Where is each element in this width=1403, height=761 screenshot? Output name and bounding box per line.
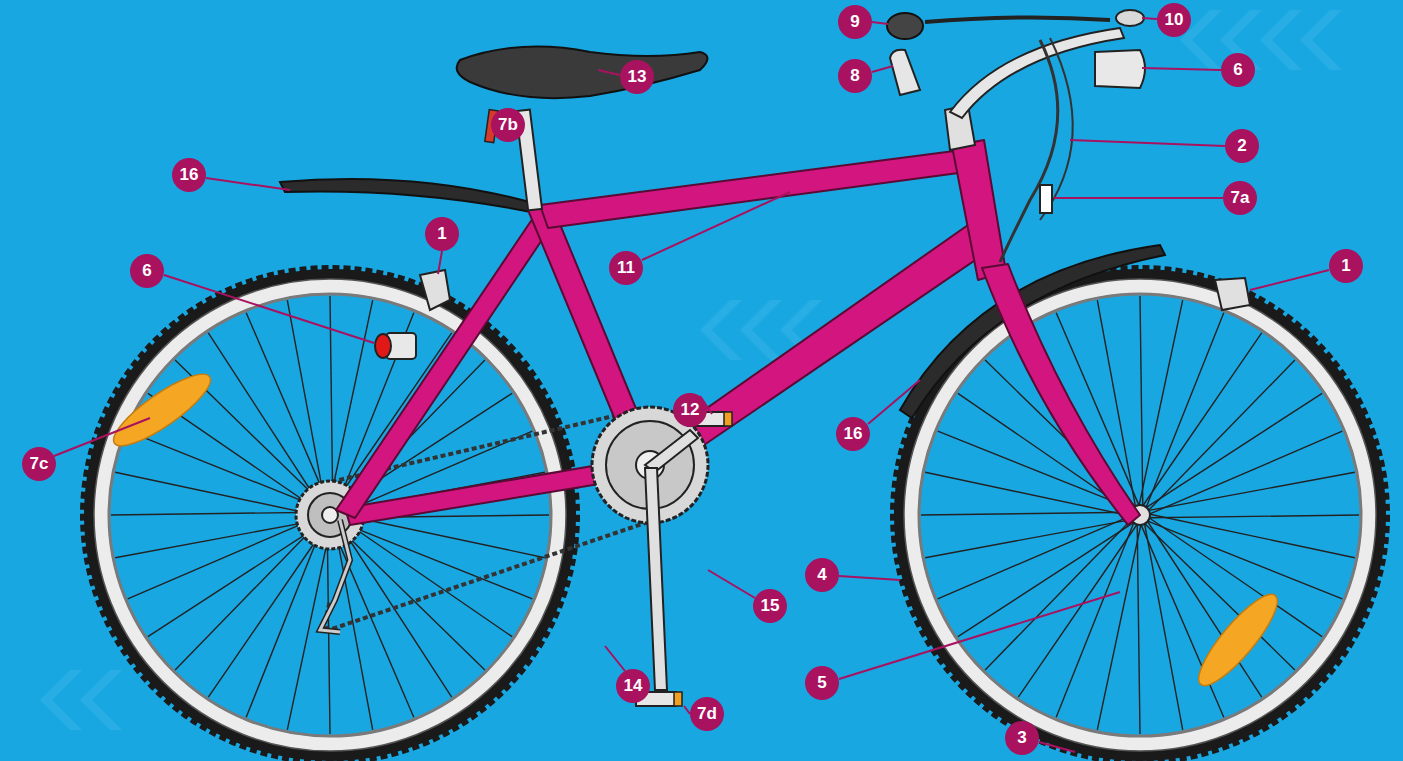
crank (645, 430, 698, 472)
spoke (1140, 296, 1143, 505)
spoke (925, 520, 1131, 558)
spoke (1141, 525, 1224, 717)
spoke (333, 333, 452, 506)
background-chevrons (40, 10, 1342, 730)
callout-number: 2 (1225, 129, 1259, 163)
spoke (335, 524, 373, 730)
rim-edge (94, 279, 566, 751)
spoke (1150, 431, 1342, 514)
spoke-reflector (1188, 585, 1287, 694)
spoke (1147, 393, 1323, 507)
callout-number: 8 (838, 59, 872, 93)
spoke (1145, 524, 1183, 730)
spoke (1139, 300, 1183, 505)
callout-number: 7a (1223, 181, 1257, 215)
callout-number: 10 (1157, 3, 1191, 37)
wheel (83, 268, 577, 761)
spoke (1056, 523, 1134, 718)
spoke-reflector (105, 364, 218, 457)
spoke (128, 431, 323, 509)
leader-lines (54, 18, 1329, 752)
tire-sidewall (101, 286, 559, 744)
spoke (1097, 525, 1141, 730)
spoke (338, 521, 533, 599)
spoke (115, 472, 320, 516)
spoke (115, 520, 321, 558)
rear-brake (420, 270, 450, 310)
spoke (287, 300, 325, 506)
callout-number: 9 (838, 5, 872, 39)
tire-tread (83, 268, 577, 761)
spoke (1137, 525, 1140, 734)
callout-number: 6 (1221, 53, 1255, 87)
gear-cable (1040, 38, 1073, 220)
callout-number: 15 (753, 589, 787, 623)
spoke (938, 516, 1130, 599)
front-light (1095, 50, 1145, 88)
callout-number: 4 (805, 558, 839, 592)
front-brake (1215, 278, 1250, 310)
callout-number: 14 (616, 669, 650, 703)
spoke (111, 512, 320, 515)
spoke (148, 523, 324, 637)
spoke (330, 296, 333, 505)
spoke (1150, 514, 1355, 558)
rear-mudguard (280, 179, 545, 215)
rear-light (375, 333, 416, 359)
saddle (457, 47, 708, 99)
spoke (331, 525, 414, 717)
callout-number: 5 (805, 666, 839, 700)
spoke (1018, 525, 1137, 698)
callout-number: 13 (620, 60, 654, 94)
spoke (1148, 521, 1343, 599)
spoke (1143, 333, 1262, 506)
spoke (1149, 472, 1355, 510)
spoke (208, 333, 322, 509)
callout-number: 16 (172, 158, 206, 192)
wheels (83, 268, 1387, 761)
front-reflector (1040, 185, 1052, 213)
grip (887, 13, 923, 39)
spoke (128, 516, 320, 599)
spoke (1150, 515, 1359, 518)
brake-lever (925, 17, 1110, 22)
callout-number: 7c (22, 447, 56, 481)
spoke (246, 523, 324, 718)
spoke (958, 523, 1134, 637)
spoke (921, 512, 1130, 515)
bar-end (890, 50, 920, 95)
callout-number: 12 (673, 393, 707, 427)
brake-cable (1000, 40, 1058, 262)
frame (336, 140, 1140, 525)
rim (109, 294, 551, 736)
callout-number: 11 (609, 251, 643, 285)
spoke (246, 313, 329, 505)
bell (1116, 10, 1144, 26)
spoke (1146, 313, 1224, 508)
crank (645, 468, 667, 690)
callout-number: 16 (836, 417, 870, 451)
callout-number: 6 (130, 254, 164, 288)
callout-number: 7b (491, 108, 525, 142)
spoke (208, 525, 327, 698)
callout-number: 3 (1005, 721, 1039, 755)
callout-number: 7d (690, 697, 724, 731)
callout-number: 1 (1329, 249, 1363, 283)
callout-number: 1 (425, 217, 459, 251)
tire (90, 275, 570, 755)
